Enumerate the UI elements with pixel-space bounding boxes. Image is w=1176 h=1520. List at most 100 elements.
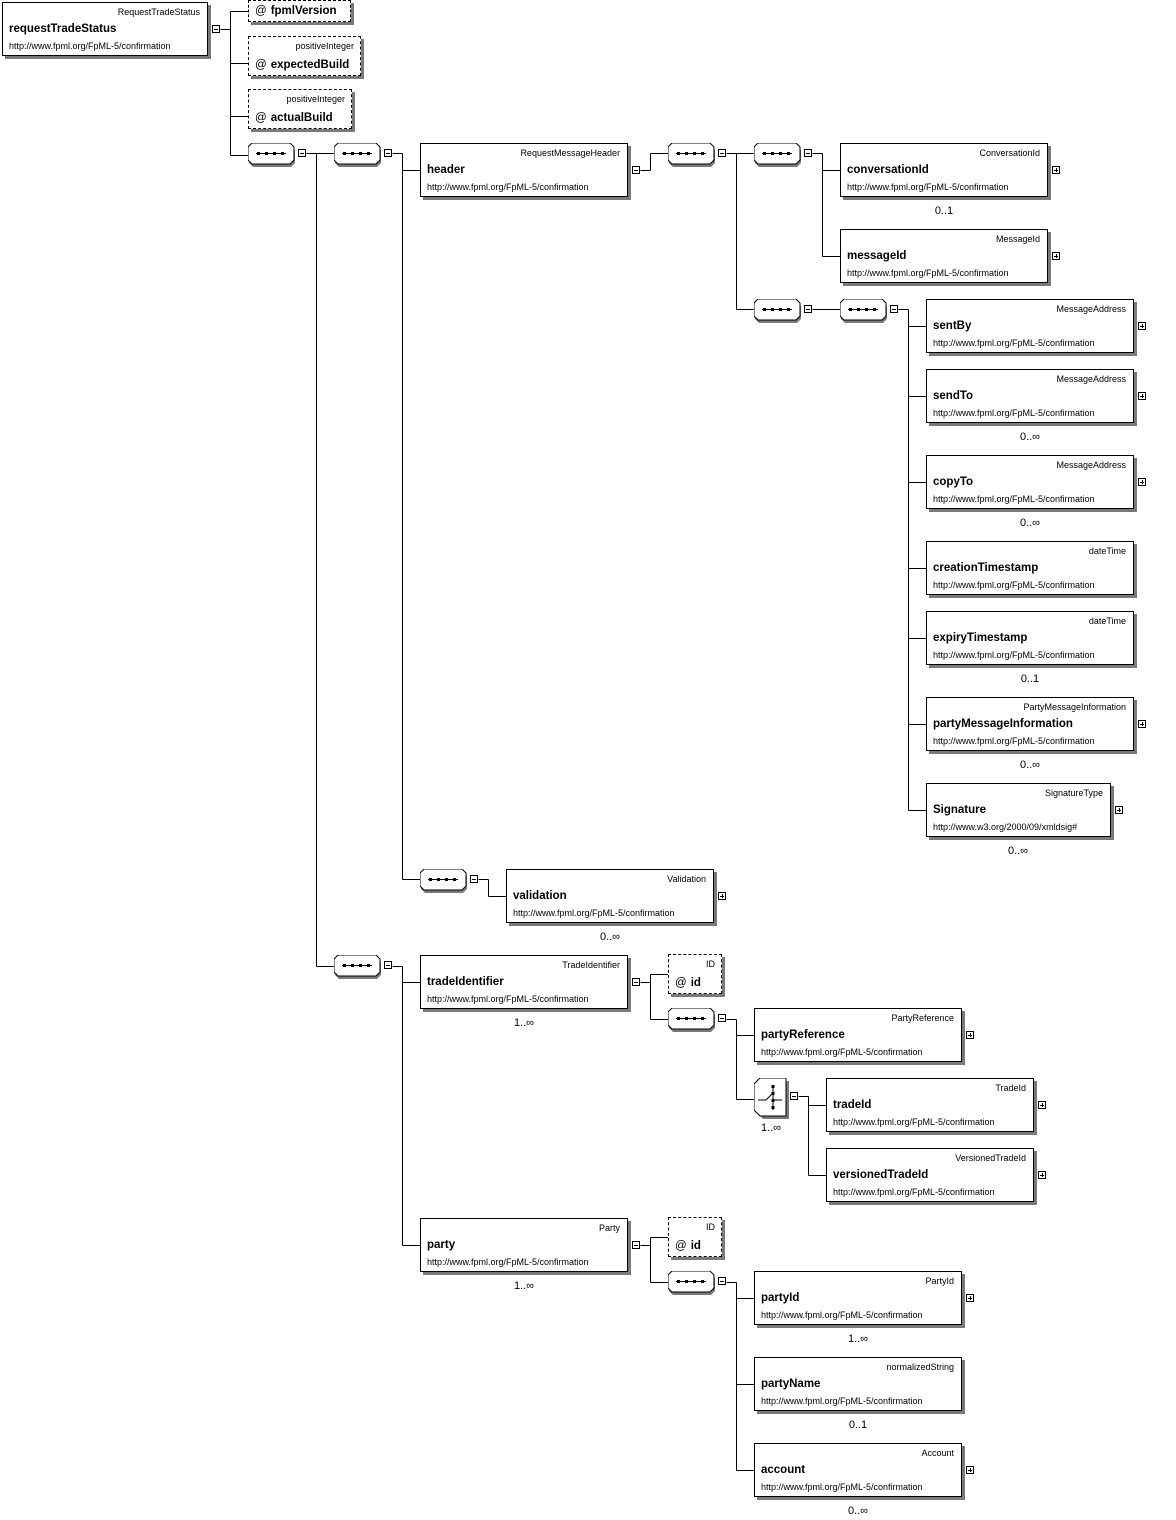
element-Signature[interactable]: SignatureType Signature http://www.w3.or… [926,783,1111,837]
element-validation[interactable]: Validation validation http://www.fpml.or… [506,869,714,923]
sequence-compositor-icon[interactable] [754,143,802,167]
element-name: expiryTimestamp [933,632,1028,644]
element-name: header [427,164,465,176]
collapse-icon[interactable] [632,978,640,986]
expand-icon[interactable] [966,1466,974,1474]
element-partyName[interactable]: normalizedString partyName http://www.fp… [754,1357,962,1411]
element-name: messageId [847,250,907,262]
element-namespace: http://www.fpml.org/FpML-5/confirmation [427,182,589,192]
sequence-compositor-icon[interactable] [668,1271,716,1295]
collapse-icon[interactable] [632,166,640,174]
collapse-icon[interactable] [212,25,220,33]
expand-icon[interactable] [1052,252,1060,260]
expand-icon[interactable] [1115,806,1123,814]
attribute-actualBuild[interactable]: positiveInteger @actualBuild [248,89,352,129]
expand-icon[interactable] [1052,166,1060,174]
expand-icon[interactable] [966,1031,974,1039]
element-copyTo[interactable]: MessageAddress copyTo http://www.fpml.or… [926,455,1134,509]
element-messageId[interactable]: MessageId messageId http://www.fpml.org/… [840,229,1048,283]
element-header[interactable]: RequestMessageHeader header http://www.f… [420,143,628,197]
choice-compositor-icon[interactable] [754,1078,790,1120]
element-name: versionedTradeId [833,1169,929,1181]
element-name: partyName [761,1378,821,1390]
attribute-expectedBuild[interactable]: positiveInteger @expectedBuild [248,36,361,76]
attribute-id-party[interactable]: ID @id [668,1217,722,1257]
collapse-icon[interactable] [790,1092,798,1100]
collapse-icon[interactable] [384,961,392,969]
cardinality-Signature: 0..∞ [1007,845,1029,857]
sequence-compositor-icon[interactable] [754,299,802,323]
sequence-compositor-icon[interactable] [248,143,296,167]
collapse-icon[interactable] [718,1277,726,1285]
element-namespace: http://www.fpml.org/FpML-5/confirmation [833,1117,995,1127]
element-namespace: http://www.fpml.org/FpML-5/confirmation [761,1310,923,1320]
expand-icon[interactable] [1038,1101,1046,1109]
element-name: conversationId [847,164,929,176]
collapse-icon[interactable] [470,875,478,883]
attribute-type: ID [706,959,715,969]
cardinality-validation: 0..∞ [599,931,621,943]
element-partyMessageInformation[interactable]: PartyMessageInformation partyMessageInfo… [926,697,1134,751]
element-requestTradeStatus[interactable]: RequestTradeStatus requestTradeStatus ht… [2,2,208,56]
element-namespace: http://www.w3.org/2000/09/xmldsig# [933,822,1078,832]
sequence-compositor-icon[interactable] [420,869,468,893]
element-expiryTimestamp[interactable]: dateTime expiryTimestamp http://www.fpml… [926,611,1134,665]
element-tradeId[interactable]: TradeId tradeId http://www.fpml.org/FpML… [826,1078,1034,1132]
element-sendTo[interactable]: MessageAddress sendTo http://www.fpml.or… [926,369,1134,423]
element-type: MessageAddress [1056,304,1126,314]
element-sentBy[interactable]: MessageAddress sentBy http://www.fpml.or… [926,299,1134,353]
collapse-icon[interactable] [384,149,392,157]
element-type: Account [921,1448,954,1458]
attribute-type: positiveInteger [295,41,354,51]
attribute-id-tradeIdentifier[interactable]: ID @id [668,954,722,994]
element-type: SignatureType [1044,788,1103,798]
element-name: account [761,1464,806,1476]
cardinality-tradeIdentifier: 1..∞ [513,1017,535,1029]
sequence-compositor-icon[interactable] [334,143,382,167]
expand-icon[interactable] [1038,1171,1046,1179]
sequence-compositor-icon[interactable] [668,143,716,167]
element-creationTimestamp[interactable]: dateTime creationTimestamp http://www.fp… [926,541,1134,595]
element-versionedTradeId[interactable]: VersionedTradeId versionedTradeId http:/… [826,1148,1034,1202]
expand-icon[interactable] [1138,322,1146,330]
element-type: Party [598,1223,620,1233]
element-partyId[interactable]: PartyId partyId http://www.fpml.org/FpML… [754,1271,962,1325]
expand-icon[interactable] [718,892,726,900]
sequence-compositor-icon[interactable] [840,299,888,323]
element-account[interactable]: Account account http://www.fpml.org/FpML… [754,1443,962,1497]
collapse-icon[interactable] [298,149,306,157]
expand-icon[interactable] [1138,720,1146,728]
collapse-icon[interactable] [890,305,898,313]
element-tradeIdentifier[interactable]: TradeIdentifier tradeIdentifier http://w… [420,955,628,1009]
element-name: tradeIdentifier [427,976,504,988]
expand-icon[interactable] [966,1294,974,1302]
element-party[interactable]: Party party http://www.fpml.org/FpML-5/c… [420,1218,628,1272]
collapse-icon[interactable] [804,305,812,313]
collapse-icon[interactable] [718,1014,726,1022]
attribute-fpmlVersion[interactable]: @fpmlVersion [248,0,351,22]
cardinality-choice: 1..∞ [760,1122,782,1134]
sequence-compositor-icon[interactable] [334,955,382,979]
element-conversationId[interactable]: ConversationId conversationId http://www… [840,143,1048,197]
collapse-icon[interactable] [632,1241,640,1249]
collapse-icon[interactable] [718,149,726,157]
element-name: sendTo [933,390,974,402]
element-namespace: http://www.fpml.org/FpML-5/confirmation [427,1257,589,1267]
element-type: dateTime [1088,616,1126,626]
element-partyReference[interactable]: PartyReference partyReference http://www… [754,1008,962,1062]
element-namespace: http://www.fpml.org/FpML-5/confirmation [933,338,1095,348]
attribute-name: @id [675,977,701,989]
sequence-compositor-icon[interactable] [668,1008,716,1032]
element-namespace: http://www.fpml.org/FpML-5/confirmation [847,268,1009,278]
element-namespace: http://www.fpml.org/FpML-5/confirmation [427,994,589,1004]
element-type: Validation [667,874,706,884]
collapse-icon[interactable] [804,149,812,157]
element-namespace: http://www.fpml.org/FpML-5/confirmation [933,494,1095,504]
attribute-name: @actualBuild [255,112,333,124]
expand-icon[interactable] [1138,392,1146,400]
element-type: PartyId [925,1276,954,1286]
element-name: partyId [761,1292,800,1304]
expand-icon[interactable] [1138,478,1146,486]
element-name: party [427,1239,456,1251]
